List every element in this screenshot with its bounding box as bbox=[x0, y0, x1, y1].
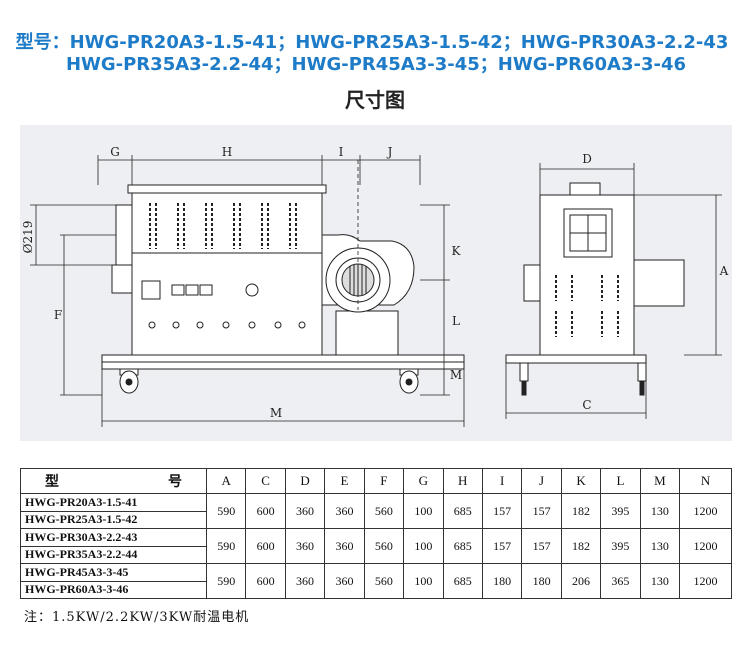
blower bbox=[321, 234, 415, 356]
dimension-value-cell: 395 bbox=[600, 528, 641, 564]
dimension-value-cell: 157 bbox=[481, 493, 523, 529]
col-header: H bbox=[442, 468, 483, 494]
dimension-value-cell: 1200 bbox=[679, 528, 732, 564]
dimension-value-cell: 590 bbox=[205, 528, 247, 564]
model-list-line-1: 型号：HWG-PR20A3-1.5-41；HWG-PR25A3-1.5-42；H… bbox=[15, 32, 729, 53]
motor-note: 注：1.5KW/2.2KW/3KW耐温电机 bbox=[24, 610, 250, 625]
dimension-value-cell: 100 bbox=[403, 493, 444, 529]
dimension-value-cell: 180 bbox=[521, 563, 562, 599]
dimension-value-cell: 395 bbox=[600, 493, 641, 529]
dimension-value-cell: 560 bbox=[363, 493, 405, 529]
col-header: A bbox=[205, 468, 247, 494]
dimension-value-cell: 600 bbox=[245, 528, 286, 564]
dimension-value-cell: 130 bbox=[639, 563, 681, 599]
dimension-value-cell: 182 bbox=[560, 528, 602, 564]
spec-table-header: 型 号 A C D E F G H I J K L M N bbox=[20, 468, 732, 494]
col-header: J bbox=[521, 468, 562, 494]
dimension-value-cell: 685 bbox=[442, 493, 483, 529]
dimension-value-cell: 560 bbox=[363, 528, 405, 564]
dimension-value-cell: 600 bbox=[245, 563, 286, 599]
col-header: F bbox=[363, 468, 405, 494]
cabinet-vents bbox=[149, 203, 297, 249]
dim-label-l: L bbox=[452, 314, 460, 328]
dimension-value-cell: 130 bbox=[639, 528, 681, 564]
front-wheel-right bbox=[399, 368, 419, 394]
col-header: L bbox=[600, 468, 641, 494]
col-header: N bbox=[679, 468, 732, 494]
table-row: HWG-PR60A3-3-46 bbox=[20, 580, 732, 599]
dim-label-j: J bbox=[386, 145, 393, 159]
side-view bbox=[505, 163, 722, 419]
dim-label-diameter: Ø219 bbox=[21, 221, 35, 254]
col-header: E bbox=[324, 468, 365, 494]
col-header: M bbox=[639, 468, 681, 494]
front-dimensions bbox=[30, 155, 465, 427]
col-header: C bbox=[245, 468, 286, 494]
dim-label-m-horizontal: M bbox=[270, 406, 282, 420]
dimension-value-cell: 100 bbox=[403, 528, 444, 564]
dimension-value-cell: 360 bbox=[284, 493, 326, 529]
dimension-value-cell: 157 bbox=[521, 528, 562, 564]
front-wheel-left bbox=[119, 368, 139, 394]
dimension-value-cell: 360 bbox=[324, 493, 365, 529]
dimension-value-cell: 360 bbox=[284, 563, 326, 599]
dimension-value-cell: 100 bbox=[403, 563, 444, 599]
dim-label-g: G bbox=[110, 145, 120, 159]
dimension-value-cell: 590 bbox=[205, 563, 247, 599]
model-name-cell: HWG-PR30A3-2.2-43 bbox=[20, 528, 207, 547]
dimension-value-cell: 560 bbox=[363, 563, 405, 599]
dimension-value-cell: 685 bbox=[442, 563, 483, 599]
dimension-drawing: G H I J K L M F Ø219 M D A C bbox=[20, 125, 732, 441]
dimension-value-cell: 130 bbox=[639, 493, 681, 529]
dimension-value-cell: 590 bbox=[205, 493, 247, 529]
dimension-value-cell: 1200 bbox=[679, 493, 732, 529]
dim-label-a: A bbox=[719, 264, 729, 278]
page-subtitle: 尺寸图 bbox=[345, 88, 405, 112]
col-header: G bbox=[403, 468, 444, 494]
model-name-cell: HWG-PR45A3-3-45 bbox=[20, 563, 207, 582]
dimension-value-cell: 157 bbox=[521, 493, 562, 529]
dim-label-h: H bbox=[222, 145, 232, 159]
spec-table: 型 号 A C D E F G H I J K L M N HWG-PR20A3… bbox=[20, 468, 732, 599]
dimension-value-cell: 157 bbox=[481, 528, 523, 564]
model-list-line-2: HWG-PR35A3-2.2-44；HWG-PR45A3-3-45；HWG-PR… bbox=[65, 54, 687, 75]
col-header: D bbox=[284, 468, 326, 494]
dimension-value-cell: 180 bbox=[481, 563, 523, 599]
model-name-cell: HWG-PR20A3-1.5-41 bbox=[20, 493, 207, 512]
dimension-value-cell: 360 bbox=[324, 528, 365, 564]
dimension-value-cell: 360 bbox=[284, 528, 326, 564]
dimension-value-cell: 600 bbox=[245, 493, 286, 529]
front-view bbox=[30, 155, 465, 427]
col-header: I bbox=[481, 468, 523, 494]
model-name-cell: HWG-PR35A3-2.2-44 bbox=[20, 545, 207, 564]
dimension-value-cell: 360 bbox=[324, 563, 365, 599]
dim-label-d: D bbox=[582, 152, 592, 166]
dimension-value-cell: 365 bbox=[600, 563, 641, 599]
dim-label-m-vertical: M bbox=[450, 368, 462, 382]
col-header: K bbox=[560, 468, 602, 494]
model-name-cell: HWG-PR60A3-3-46 bbox=[20, 580, 207, 599]
model-column-header: 型 号 bbox=[20, 468, 207, 494]
control-panel bbox=[141, 280, 306, 329]
dim-label-c: C bbox=[582, 398, 591, 412]
dim-label-k: K bbox=[452, 244, 462, 258]
dim-label-f: F bbox=[54, 308, 62, 322]
dim-label-i: I bbox=[339, 145, 344, 159]
dimension-value-cell: 685 bbox=[442, 528, 483, 564]
dimension-value-cell: 206 bbox=[560, 563, 602, 599]
model-name-cell: HWG-PR25A3-1.5-42 bbox=[20, 510, 207, 529]
dimension-value-cell: 182 bbox=[560, 493, 602, 529]
dimension-value-cell: 1200 bbox=[679, 563, 732, 599]
side-dimensions bbox=[505, 163, 722, 419]
